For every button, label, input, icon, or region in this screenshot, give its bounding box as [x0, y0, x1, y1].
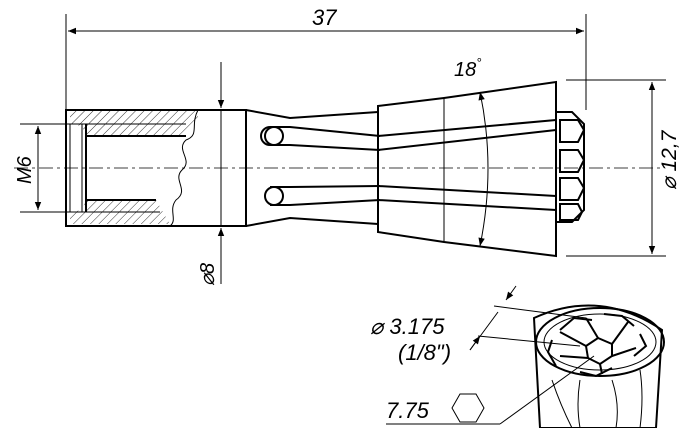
neck-diameter-label: ⌀8 — [197, 263, 219, 286]
nose-end — [556, 111, 586, 223]
thread-label: M6 — [14, 155, 36, 184]
bore-diameter-label: ⌀ 3.175 — [370, 314, 445, 339]
overall-length-dimension: 37 — [65, 5, 587, 110]
overall-length-label: 37 — [312, 5, 337, 30]
outer-diameter-label: ⌀ 12,7 — [658, 129, 681, 190]
conical-head — [377, 80, 557, 258]
detail-view — [532, 304, 665, 428]
neck-diameter-dimension: ⌀8 — [197, 62, 225, 286]
hex-icon — [451, 393, 485, 423]
cone-angle-dimension: 18° — [454, 55, 489, 247]
hex-size-dimension: 7.75 — [386, 355, 595, 425]
bore-dimension: ⌀ 3.175 (1/8") — [370, 285, 587, 365]
thread-dimension: M6 — [14, 123, 80, 213]
cone-angle-label: 18° — [454, 55, 481, 81]
slotted-neck — [245, 109, 381, 227]
outer-diameter-dimension: ⌀ 12,7 — [566, 79, 681, 257]
hex-size-label: 7.75 — [386, 398, 430, 423]
threaded-body — [65, 109, 247, 227]
bore-inch-label: (1/8") — [398, 340, 451, 365]
